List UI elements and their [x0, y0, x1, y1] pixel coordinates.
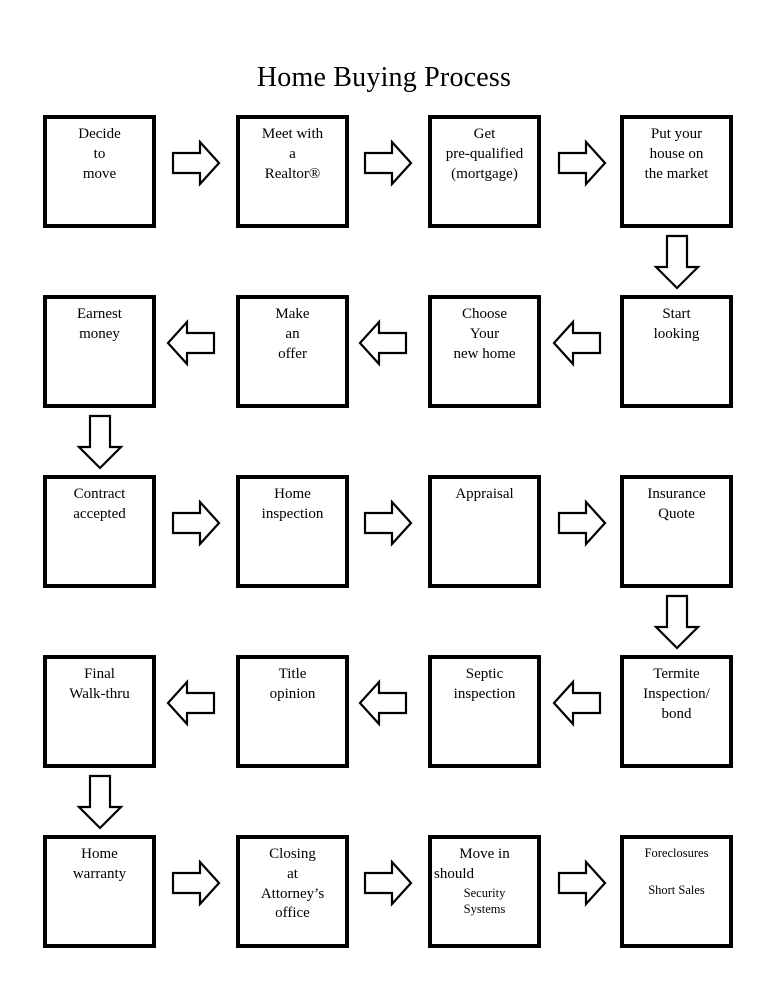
process-box-line: money: [79, 325, 120, 342]
process-box-line: new home: [453, 345, 516, 362]
process-box-line: (mortgage): [451, 165, 518, 182]
process-box-earnest-money[interactable]: Earnest money: [43, 295, 156, 408]
process-box-line: Short Sales: [648, 882, 705, 897]
process-box-make-an-offer[interactable]: Make an offer: [236, 295, 349, 408]
process-box-line: accepted: [73, 505, 126, 522]
process-box-line: to: [93, 145, 106, 162]
process-box-septic-inspection[interactable]: Septic inspection: [428, 655, 541, 768]
process-box-line: Get: [473, 126, 496, 142]
process-box-line: Earnest: [77, 306, 122, 322]
page-title: Home Buying Process: [256, 61, 512, 93]
process-box-line: Start: [662, 306, 691, 322]
process-box-line: Attorney’s: [260, 885, 325, 902]
process-box-put-house-on-market[interactable]: Put your house on the market: [620, 115, 733, 228]
process-box-line: bond: [661, 705, 692, 722]
arrow-right-icon: [362, 137, 414, 189]
process-box-decide-to-move[interactable]: Decide to move: [43, 115, 156, 228]
process-box-line: Final: [84, 666, 115, 682]
process-box-line: looking: [653, 325, 700, 342]
process-box-insurance-quote[interactable]: Insurance Quote: [620, 475, 733, 588]
arrow-down-icon: [74, 413, 126, 471]
process-box-line: Insurance: [647, 486, 706, 502]
process-box-line: Put your: [650, 126, 703, 142]
arrow-right-icon: [362, 497, 414, 549]
arrow-right-icon: [556, 137, 608, 189]
arrow-right-icon: [556, 497, 608, 549]
process-box-line: Make: [275, 306, 310, 322]
process-box-get-pre-qualified[interactable]: Get pre-qualified (mortgage): [428, 115, 541, 228]
process-box-line: a: [289, 145, 296, 162]
arrow-left-icon: [165, 317, 217, 369]
process-box-line: Systems: [463, 902, 506, 917]
arrow-right-icon: [170, 137, 222, 189]
process-box-line: at: [287, 865, 298, 882]
process-box-appraisal[interactable]: Appraisal: [428, 475, 541, 588]
process-box-line: Quote: [658, 505, 695, 522]
arrow-right-icon: [170, 497, 222, 549]
process-box-line: inspection: [261, 505, 324, 522]
spacer: [624, 862, 729, 882]
process-box-final-walk-thru[interactable]: Final Walk-thru: [43, 655, 156, 768]
arrow-left-icon: [551, 677, 603, 729]
process-box-line: Realtor®: [264, 165, 321, 182]
process-box-home-inspection[interactable]: Home inspection: [236, 475, 349, 588]
process-box-line: an: [285, 325, 300, 342]
process-box-line: warranty: [72, 865, 127, 882]
process-box-move-in-security-systems[interactable]: Move in should Security Systems: [428, 835, 541, 948]
arrow-left-icon: [357, 677, 409, 729]
process-box-line: Closing: [269, 846, 316, 862]
process-box-line: Appraisal: [455, 486, 514, 502]
process-box-line: Foreclosures: [644, 846, 709, 860]
process-box-line: house on: [649, 145, 704, 162]
arrow-left-icon: [357, 317, 409, 369]
arrow-right-icon: [170, 857, 222, 909]
process-box-line: Home: [81, 846, 118, 862]
process-box-line: offer: [278, 345, 307, 362]
process-box-foreclosures-short-sales[interactable]: Foreclosures Short Sales: [620, 835, 733, 948]
process-box-line: Inspection/: [643, 685, 710, 702]
process-box-line: Move in: [459, 846, 510, 862]
process-box-closing-at-attorneys-office[interactable]: Closing at Attorney’s office: [236, 835, 349, 948]
process-box-line: Termite: [653, 666, 700, 682]
process-box-line: office: [275, 905, 310, 922]
arrow-left-icon: [165, 677, 217, 729]
process-box-contract-accepted[interactable]: Contract accepted: [43, 475, 156, 588]
process-box-line: opinion: [269, 685, 316, 702]
process-box-line: should: [434, 865, 475, 882]
process-box-termite-inspection-bond[interactable]: Termite Inspection/ bond: [620, 655, 733, 768]
arrow-right-icon: [556, 857, 608, 909]
process-box-title-opinion[interactable]: Title opinion: [236, 655, 349, 768]
process-box-line: Contract: [73, 486, 126, 502]
process-box-line: Title: [278, 666, 307, 682]
process-box-line: pre-qualified: [445, 145, 524, 162]
arrow-down-icon: [651, 593, 703, 651]
process-box-line: Septic: [465, 666, 504, 682]
arrow-left-icon: [551, 317, 603, 369]
process-box-line: Decide: [78, 126, 121, 142]
process-box-meet-with-a-realtor[interactable]: Meet with a Realtor®: [236, 115, 349, 228]
process-box-line: Choose: [462, 306, 507, 322]
process-box-line: move: [82, 165, 117, 182]
process-box-line: Home: [274, 486, 311, 502]
process-box-line: Your: [469, 325, 500, 342]
arrow-down-icon: [74, 773, 126, 831]
process-box-line: the market: [644, 165, 709, 182]
process-box-home-warranty[interactable]: Home warranty: [43, 835, 156, 948]
arrow-right-icon: [362, 857, 414, 909]
process-box-choose-your-new-home[interactable]: Choose Your new home: [428, 295, 541, 408]
process-box-line: Walk-thru: [69, 685, 130, 702]
process-box-line: inspection: [453, 685, 516, 702]
process-box-start-looking[interactable]: Start looking: [620, 295, 733, 408]
process-box-line: Meet with: [261, 126, 324, 142]
arrow-down-icon: [651, 233, 703, 291]
process-box-line: Security: [463, 885, 506, 900]
